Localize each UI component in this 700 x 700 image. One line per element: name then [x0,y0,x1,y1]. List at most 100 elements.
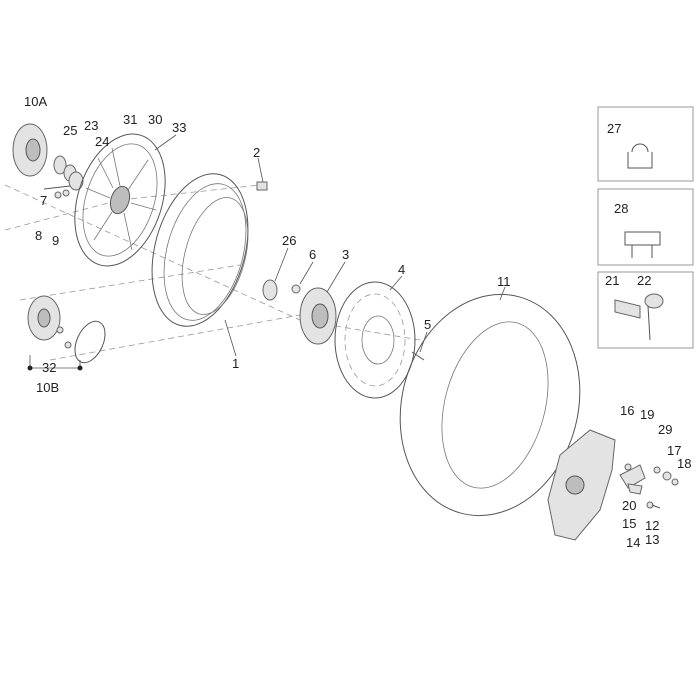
wheel-cover-inner [82,143,158,257]
label-10B: 10B [36,380,59,395]
inset-28 [597,188,694,266]
o-ring [74,320,106,364]
part-24 [68,171,84,191]
leader-lines [154,134,506,357]
part-19-lever [619,464,646,489]
label-1: 1 [232,356,239,371]
pin-21 [647,305,651,341]
wheel-cover-hub [109,185,131,215]
leader-5 [419,331,428,353]
label-3: 3 [342,247,349,262]
label-8: 8 [35,228,42,243]
label-22: 22 [637,273,651,288]
wheel-cover-spokes [85,147,157,251]
inset-21-22-frame [597,271,694,349]
rim-outer [151,173,249,327]
label-15: 15 [622,516,636,531]
hub-cover-b-center [37,308,51,328]
label-26: 26 [282,233,296,248]
label-10A: 10A [24,94,47,109]
plate-21 [614,299,641,319]
guide-line-mid [19,264,241,301]
brake-disc-holes [344,293,406,387]
washer-8 [54,191,62,199]
leader-11 [499,286,506,301]
label-28: 28 [614,201,628,216]
label-5: 5 [424,317,431,332]
housing-shaft [565,475,585,495]
seal-ring [262,279,278,301]
wheel-cover-rim [74,133,166,267]
valve-body [256,181,268,191]
inset-27 [597,106,694,182]
clip-28 [624,231,661,258]
label-19: 19 [640,407,654,422]
inset-28-frame [597,188,694,266]
part-32-clip-a [56,326,64,334]
rim-bed [181,197,249,315]
bearing-parts [43,155,84,199]
label-27: 27 [607,121,621,136]
clip-27 [627,143,653,169]
assembly-guide-lines [4,184,421,361]
label-11: 11 [497,274,511,289]
hub-bore [311,303,329,329]
nut [291,284,301,294]
leader-26 [274,247,289,282]
guide-line-lower [49,314,301,361]
part-4-brake-disc [334,281,416,399]
label-7: 7 [40,193,47,208]
part-11-tyre [399,293,581,517]
part-25 [53,155,67,175]
part-29 [653,466,661,474]
brake-disc-outer [334,281,416,399]
label-20: 20 [622,498,636,513]
label-16: 16 [620,403,634,418]
part-1-rim [151,173,249,327]
callout-labels: 10A 25 23 24 31 30 33 2 7 8 9 26 6 3 4 1… [24,94,691,550]
nut-22 [644,293,664,309]
label-33: 33 [172,120,186,135]
leader-33 [154,134,177,151]
leader-6 [299,261,314,285]
bracket-dot-right [77,365,83,371]
bracket-10B [29,355,81,369]
hub-cover-center [25,138,41,162]
part-10A-hub-cover [12,123,48,177]
washer-9 [62,189,70,197]
label-31: 31 [123,112,137,127]
label-6: 6 [309,247,316,262]
label-21: 21 [605,273,619,288]
label-9: 9 [52,233,59,248]
inset-27-frame [597,106,694,182]
label-4: 4 [398,262,405,277]
leader-2 [257,157,264,183]
part-18 [671,478,679,486]
guide-line-top [4,184,261,231]
label-30: 30 [148,112,162,127]
guide-line-upper [4,184,421,341]
tyre-inner [441,321,549,489]
part-17 [662,471,672,481]
part-13 [651,504,661,509]
part-6-nut [291,284,301,294]
bolt-shaft [411,351,425,361]
transmission-housing [547,429,679,541]
part-2-valve [256,181,268,191]
tyre-outer [399,293,581,517]
part-20 [627,483,643,495]
leader-4 [389,275,403,291]
part-10B-hub-cover [27,295,106,371]
part-16 [624,463,632,471]
label-17: 17 [667,443,681,458]
label-32: 32 [42,360,56,375]
leader-3 [326,261,346,293]
label-24: 24 [95,134,109,149]
label-23: 23 [84,118,98,133]
part-5-bolt [411,351,425,361]
bolt-7 [43,185,71,190]
part-33-wheel-cover [74,133,166,267]
label-12: 12 [645,518,659,533]
label-25: 25 [63,123,77,138]
